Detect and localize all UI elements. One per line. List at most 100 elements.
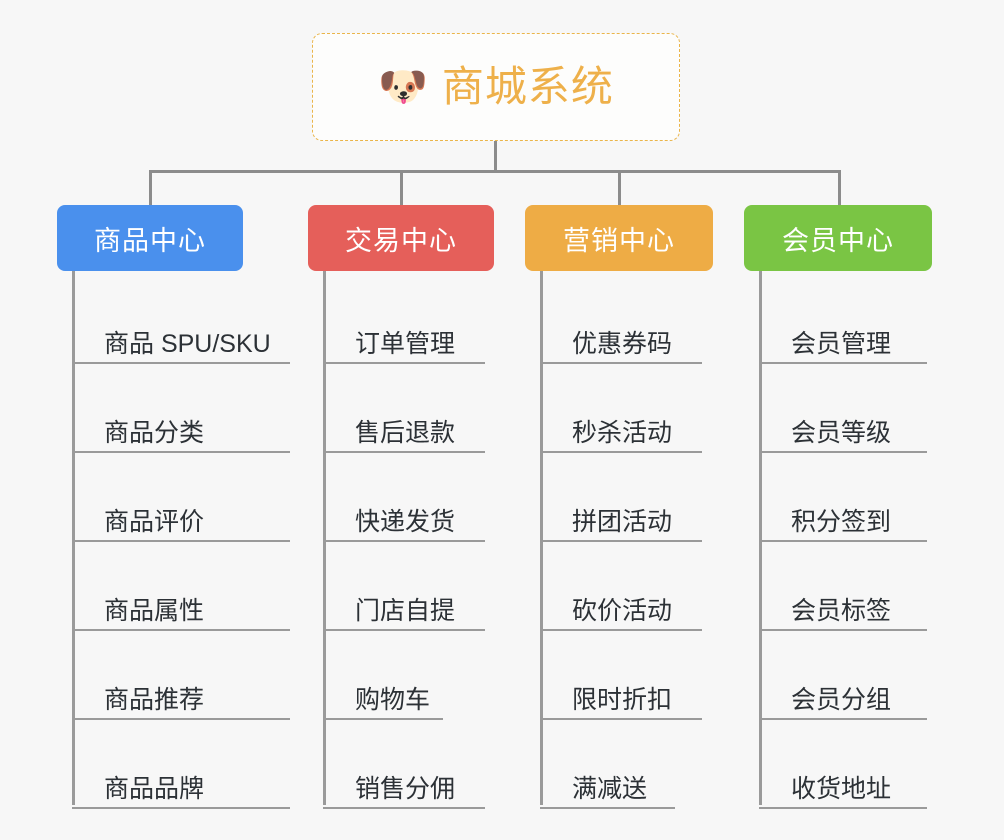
leaf-label: 会员分组 [791, 685, 892, 714]
leaf-item[interactable]: 商品属性 [57, 542, 290, 631]
leaf-underline [540, 807, 675, 809]
leaf-label: 商品评价 [104, 507, 205, 536]
branch-items-marketing-center: 优惠券码 秒杀活动 拼团活动 砍价活动 限时折扣 满减送 [525, 271, 713, 809]
leaf-label: 商品推荐 [104, 685, 205, 714]
leaf-underline [72, 718, 290, 720]
leaf-label: 积分签到 [791, 507, 892, 536]
leaf-item[interactable]: 砍价活动 [525, 542, 713, 631]
leaf-underline [540, 451, 702, 453]
leaf-underline [540, 718, 702, 720]
leaf-item[interactable]: 会员等级 [744, 364, 932, 453]
branch-header-member-center[interactable]: 会员中心 [744, 205, 932, 271]
leaf-item[interactable]: 商品推荐 [57, 631, 290, 720]
leaf-underline [759, 718, 927, 720]
connector-horizontal-bus [149, 170, 841, 173]
leaf-item[interactable]: 秒杀活动 [525, 364, 713, 453]
leaf-item[interactable]: 售后退款 [308, 364, 494, 453]
leaf-underline [759, 807, 927, 809]
leaf-label: 拼团活动 [572, 507, 673, 536]
connector-drop-branch-0 [149, 170, 152, 206]
leaf-underline [540, 540, 702, 542]
leaf-label: 秒杀活动 [572, 418, 673, 447]
leaf-item[interactable]: 商品分类 [57, 364, 290, 453]
branch-header-product-center[interactable]: 商品中心 [57, 205, 243, 271]
leaf-label: 会员标签 [791, 596, 892, 625]
leaf-item[interactable]: 销售分佣 [308, 720, 494, 809]
leaf-label: 商品品牌 [104, 774, 205, 803]
branch-spine [72, 271, 75, 805]
connector-drop-branch-2 [618, 170, 621, 206]
leaf-label: 商品 SPU/SKU [104, 329, 271, 358]
root-node[interactable]: 🐶 商城系统 [312, 33, 680, 141]
connector-drop-branch-1 [400, 170, 403, 206]
leaf-underline [323, 629, 485, 631]
leaf-label: 快递发货 [355, 507, 456, 536]
branch-header-label: 会员中心 [782, 225, 894, 256]
leaf-label: 收货地址 [791, 774, 892, 803]
branch-column-marketing-center: 营销中心 优惠券码 秒杀活动 拼团活动 砍价活动 限时折扣 [525, 205, 713, 809]
leaf-item[interactable]: 门店自提 [308, 542, 494, 631]
branch-header-trade-center[interactable]: 交易中心 [308, 205, 494, 271]
branch-column-product-center: 商品中心 商品 SPU/SKU 商品分类 商品评价 商品属性 商品推荐 [57, 205, 290, 809]
leaf-underline [72, 451, 290, 453]
leaf-underline [72, 629, 290, 631]
leaf-item[interactable]: 拼团活动 [525, 453, 713, 542]
leaf-item[interactable]: 满减送 [525, 720, 713, 809]
leaf-label: 售后退款 [355, 418, 456, 447]
branch-spine [540, 271, 543, 805]
connector-drop-branch-3 [838, 170, 841, 206]
leaf-underline [759, 629, 927, 631]
leaf-label: 商品属性 [104, 596, 205, 625]
branch-items-product-center: 商品 SPU/SKU 商品分类 商品评价 商品属性 商品推荐 商品品牌 [57, 271, 290, 809]
leaf-item[interactable]: 购物车 [308, 631, 494, 720]
branch-items-trade-center: 订单管理 售后退款 快递发货 门店自提 购物车 销售分佣 [308, 271, 494, 809]
leaf-underline [323, 540, 485, 542]
leaf-underline [540, 629, 702, 631]
branch-spine [759, 271, 762, 805]
leaf-underline [540, 362, 702, 364]
leaf-item[interactable]: 订单管理 [308, 275, 494, 364]
leaf-label: 商品分类 [104, 418, 205, 447]
leaf-label: 砍价活动 [572, 596, 673, 625]
leaf-label: 会员管理 [791, 329, 892, 358]
branch-header-label: 营销中心 [563, 225, 675, 256]
branch-column-member-center: 会员中心 会员管理 会员等级 积分签到 会员标签 会员分组 [744, 205, 932, 809]
leaf-underline [72, 362, 290, 364]
leaf-label: 销售分佣 [355, 774, 456, 803]
branch-header-label: 交易中心 [345, 225, 457, 256]
leaf-underline [759, 362, 927, 364]
leaf-item[interactable]: 商品品牌 [57, 720, 290, 809]
leaf-item[interactable]: 商品 SPU/SKU [57, 275, 290, 364]
root-title: 商城系统 [441, 63, 614, 110]
leaf-label: 优惠券码 [572, 329, 673, 358]
leaf-item[interactable]: 限时折扣 [525, 631, 713, 720]
leaf-underline [323, 807, 485, 809]
leaf-item[interactable]: 商品评价 [57, 453, 290, 542]
connector-root-stem [494, 141, 497, 172]
branch-header-marketing-center[interactable]: 营销中心 [525, 205, 713, 271]
dog-face-icon: 🐶 [378, 65, 428, 109]
branch-spine [323, 271, 326, 805]
branch-header-label: 商品中心 [94, 225, 206, 256]
leaf-label: 门店自提 [355, 596, 456, 625]
leaf-underline [72, 540, 290, 542]
leaf-item[interactable]: 收货地址 [744, 720, 932, 809]
leaf-label: 限时折扣 [572, 685, 673, 714]
leaf-underline [323, 362, 485, 364]
leaf-label: 购物车 [355, 685, 431, 714]
leaf-item[interactable]: 积分签到 [744, 453, 932, 542]
leaf-underline [72, 807, 290, 809]
leaf-item[interactable]: 会员分组 [744, 631, 932, 720]
leaf-item[interactable]: 会员标签 [744, 542, 932, 631]
leaf-item[interactable]: 会员管理 [744, 275, 932, 364]
leaf-underline [759, 540, 927, 542]
leaf-label: 会员等级 [791, 418, 892, 447]
leaf-underline [323, 718, 443, 720]
leaf-item[interactable]: 快递发货 [308, 453, 494, 542]
leaf-item[interactable]: 优惠券码 [525, 275, 713, 364]
branch-items-member-center: 会员管理 会员等级 积分签到 会员标签 会员分组 收货地址 [744, 271, 932, 809]
leaf-underline [323, 451, 485, 453]
leaf-label: 满减送 [572, 774, 648, 803]
leaf-label: 订单管理 [355, 329, 456, 358]
